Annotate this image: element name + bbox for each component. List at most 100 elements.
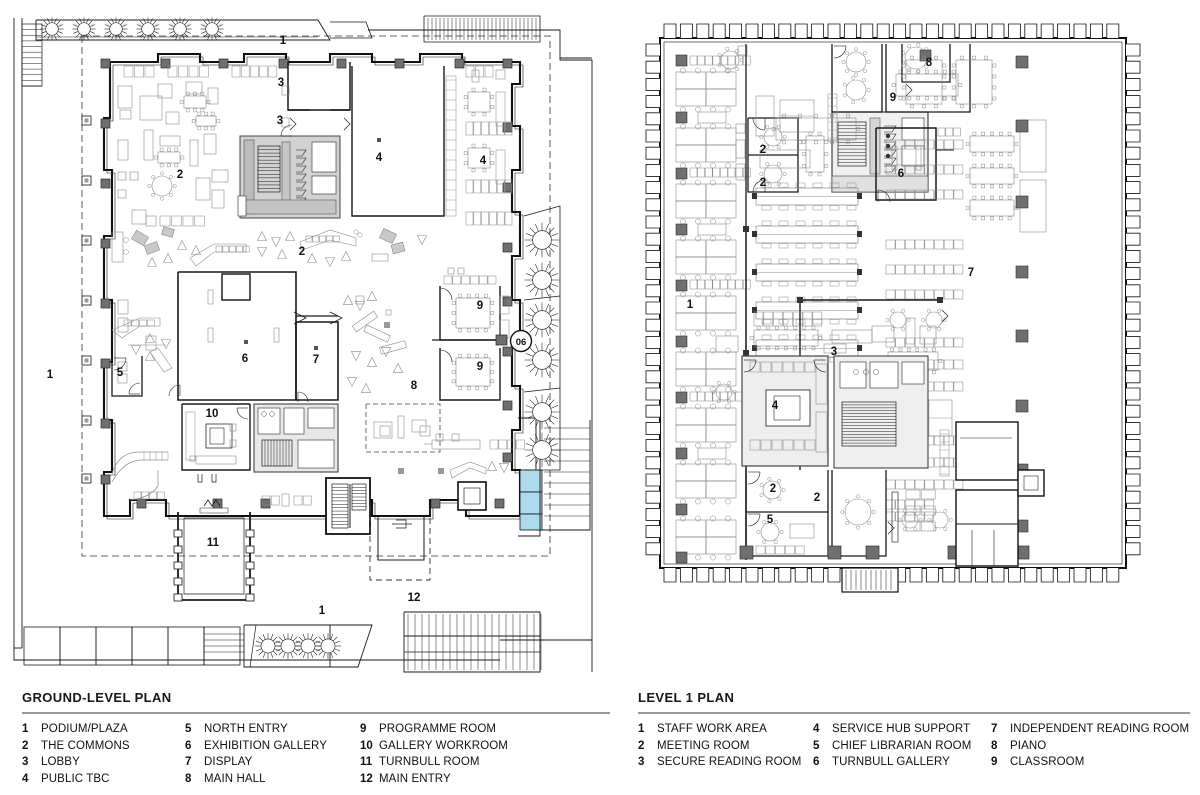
room-number-label: 4 <box>376 152 383 164</box>
stair-run <box>837 121 867 167</box>
shelving-run <box>939 429 950 477</box>
stair-run <box>261 439 293 467</box>
room-number-label: 1 <box>47 369 54 381</box>
round-table <box>842 75 871 105</box>
stair-run <box>257 145 281 193</box>
round-table <box>927 508 953 532</box>
south-stair-projection <box>841 567 899 593</box>
main-entry-zone <box>369 506 431 581</box>
table-with-chairs <box>771 113 861 145</box>
shelving-run <box>495 91 506 127</box>
room-number-label: 2 <box>770 483 776 495</box>
legend-entry-number: 6 <box>185 739 192 752</box>
room-number-label: 2 <box>760 177 766 189</box>
level-1-legend-rule <box>638 712 1190 714</box>
legend-entry-number: 10 <box>360 739 373 752</box>
table-with-chairs <box>153 147 185 168</box>
workstation-cluster <box>675 179 737 225</box>
tree-symbol <box>274 632 302 660</box>
tree-symbol <box>524 262 560 298</box>
legend-entry-label: NORTH ENTRY <box>204 723 288 735</box>
the-commons-furniture <box>111 65 427 384</box>
table-with-chairs <box>191 111 221 131</box>
podium-plaza-edge <box>13 18 500 661</box>
room-number-label: 2 <box>299 246 305 258</box>
room-number-label: 7 <box>313 354 319 366</box>
legend-entry-number: 1 <box>638 723 645 735</box>
shelving-run <box>937 127 961 137</box>
legend-entry-label: PROGRAMME ROOM <box>379 723 497 735</box>
door-swing <box>752 179 766 193</box>
door-swing <box>747 513 761 527</box>
room-number-label: 9 <box>890 92 896 104</box>
door-swing <box>439 349 453 363</box>
legend-entry-label: MAIN HALL <box>204 772 266 785</box>
north-planter <box>35 17 331 41</box>
shelving-run <box>905 521 936 532</box>
exhibition-gallery <box>168 271 297 401</box>
shelving-run <box>885 239 964 250</box>
legend-entry: 6 EXHIBITION GALLERY <box>185 740 360 757</box>
tree-symbol <box>294 632 322 660</box>
tree-symbol <box>524 432 560 468</box>
tree-symbol <box>72 17 96 41</box>
room-number-label: 4 <box>772 400 779 412</box>
room-number-label: 3 <box>831 346 837 358</box>
legend-entry-label: PIANO <box>1010 739 1047 752</box>
legend-entry-number: 8 <box>185 772 192 785</box>
soft-seating <box>144 241 160 255</box>
independent-reading-room <box>752 93 862 363</box>
shelving-run <box>159 215 205 227</box>
legend-entry-number: 7 <box>185 756 192 768</box>
stair-run <box>351 483 367 511</box>
shelving-run <box>499 295 510 315</box>
door-swing <box>236 407 249 420</box>
shelving-run <box>185 411 196 461</box>
shelving-run <box>215 245 250 253</box>
tree-symbol <box>314 632 342 660</box>
service-core-ground <box>253 403 339 473</box>
shelving-run <box>885 139 964 150</box>
legend-entry-label: CHIEF LIBRARIAN ROOM <box>832 739 972 752</box>
svg-text:06: 06 <box>516 337 527 348</box>
legend-entry-label: PODIUM/PLAZA <box>41 723 128 735</box>
east-trees <box>523 205 561 471</box>
shelving-run <box>167 65 209 78</box>
reading-table <box>752 258 862 287</box>
reading-table <box>752 296 862 325</box>
table-with-chairs <box>965 163 1019 189</box>
soft-seating <box>379 228 397 244</box>
shelving-run <box>689 55 751 66</box>
shelving-run <box>293 495 312 506</box>
tree-symbol <box>254 632 282 660</box>
table-with-chairs <box>801 131 829 177</box>
tree-symbol <box>40 17 64 41</box>
shelving-run <box>905 489 936 500</box>
shelving-run <box>753 311 823 327</box>
table-with-chairs <box>463 143 495 173</box>
round-table <box>840 494 876 530</box>
legend-entry-number: 2 <box>22 739 29 752</box>
shelving-run <box>905 505 936 516</box>
east-ramp <box>518 417 591 537</box>
bottom-right-rooms <box>939 421 1045 567</box>
legend-entry-label: CLASSROOM <box>1010 756 1085 768</box>
legend-entry-label: EXHIBITION GALLERY <box>204 739 328 752</box>
gallery-workroom <box>181 403 251 483</box>
door-swing <box>280 124 293 137</box>
